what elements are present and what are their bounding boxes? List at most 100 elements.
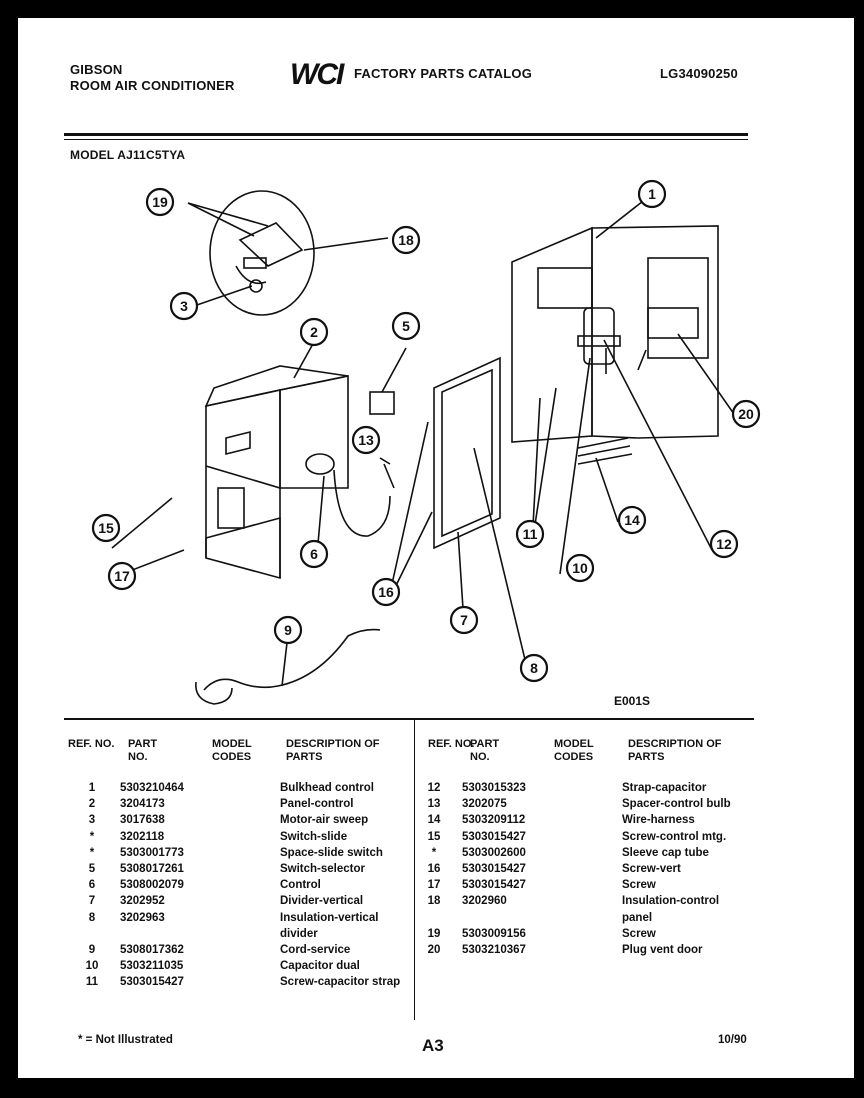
cell-desc: Bulkhead control	[280, 782, 374, 794]
callout-7: 7	[449, 605, 479, 635]
cell-desc: Screw-control mtg.	[622, 830, 727, 843]
control-panel-top	[204, 365, 349, 408]
cell-ref: *	[89, 846, 95, 859]
thermostat-control	[305, 453, 335, 475]
callout-label: 13	[358, 432, 374, 448]
callout-12: 12	[709, 529, 739, 559]
callout-label: 7	[460, 612, 468, 628]
control-panel-side	[279, 375, 349, 489]
parts-table: REF. NO. PART NO. MODEL CODES DESCRIPTIO…	[64, 718, 754, 1030]
cell-desc: Motor-air sweep	[280, 814, 369, 827]
callout-circle	[299, 317, 329, 347]
callout-15: 15	[91, 513, 121, 543]
cell-part: 3204173	[120, 798, 165, 811]
bulb-spacer	[383, 463, 395, 489]
callout-label: 18	[398, 232, 414, 248]
callout-circle	[299, 539, 329, 569]
cell-desc: Switch-selector	[280, 863, 365, 876]
cell-desc: Divider-vertical	[280, 895, 364, 908]
cell-part: 5308017362	[120, 944, 184, 957]
cell-desc: Screw-capacitor strap	[280, 976, 401, 989]
col-desc-right: DESCRIPTION OF PARTS	[628, 738, 722, 763]
callout-circle	[637, 179, 667, 209]
brand-block: GIBSON ROOM AIR CONDITIONER	[70, 62, 235, 94]
cell-desc: Cord-service	[280, 944, 351, 957]
cell-ref: 11	[85, 976, 99, 989]
parts-row: 9 5308017362 Cord-service	[64, 942, 410, 958]
callout-label: 2	[310, 324, 318, 340]
divider-insulation	[441, 368, 493, 538]
cell-part: 5303015427	[462, 879, 526, 892]
callout-circle	[91, 513, 121, 543]
callout-circle	[107, 561, 137, 591]
cord-plug	[195, 681, 233, 705]
cell-part: 3202960	[462, 895, 507, 908]
callout-16: 16	[371, 577, 401, 607]
cell-ref: 7	[88, 895, 96, 908]
cell-part: 5303209112	[462, 814, 526, 827]
callout-circle	[371, 577, 401, 607]
page-number: A3	[422, 1036, 444, 1055]
cell-ref: 5	[88, 863, 96, 876]
callout-label: 11	[523, 526, 538, 542]
catalog-number: LG34090250	[660, 66, 738, 81]
cell-ref: 18	[427, 895, 441, 908]
callout-2: 2	[299, 317, 329, 347]
col-model-right: MODEL CODES	[554, 738, 594, 763]
vent-door-plug	[647, 307, 699, 339]
callout-label: 6	[310, 546, 318, 562]
bulkhead-opening	[537, 267, 593, 309]
wci-logo: WCI	[290, 58, 344, 91]
not-illustrated-note: * = Not Illustrated	[78, 1034, 173, 1046]
cell-part: 5308017261	[120, 863, 184, 876]
callout-label: 20	[738, 406, 754, 422]
callout-label: 15	[98, 520, 114, 536]
callout-1: 1	[637, 179, 667, 209]
cell-part: 5303015427	[462, 863, 526, 876]
callout-8: 8	[519, 653, 549, 683]
cell-part: 5303009156	[462, 927, 526, 940]
header-rule-thin	[64, 139, 748, 140]
callout-label: 17	[114, 568, 130, 584]
cell-part: 3202963	[120, 911, 165, 924]
cell-part: 5303210367	[462, 944, 526, 957]
cell-part: 5303210464	[120, 782, 184, 794]
callout-17: 17	[107, 561, 137, 591]
table-divider	[414, 720, 415, 1020]
cell-desc: Plug vent door	[622, 944, 703, 957]
cell-ref: 16	[427, 863, 441, 876]
callout-label: 1	[648, 186, 656, 202]
cell-part: 5303015323	[462, 782, 526, 794]
callout-label: 5	[402, 318, 410, 334]
cell-part: 5303001773	[120, 846, 184, 859]
callout-circle	[391, 311, 421, 341]
cell-part: 5303211035	[120, 960, 184, 973]
callout-circle	[145, 187, 175, 217]
cell-part: 3202952	[120, 895, 165, 908]
cell-desc: Insulation-control panel	[622, 895, 720, 924]
callout-14: 14	[617, 505, 647, 535]
cell-part: 3202075	[462, 798, 507, 811]
col-desc-left: DESCRIPTION OF PARTS	[286, 738, 380, 763]
callout-circle	[449, 605, 479, 635]
cell-desc: Wire-harness	[622, 814, 695, 827]
callout-circle	[709, 529, 739, 559]
catalog-title: FACTORY PARTS CATALOG	[354, 66, 533, 81]
cell-ref: 9	[88, 944, 96, 957]
parts-row: 7 3202952 Divider-vertical	[64, 893, 410, 909]
cell-ref: *	[89, 830, 95, 843]
callout-3: 3	[169, 291, 199, 321]
callout-label: 14	[624, 512, 640, 528]
callout-label: 12	[716, 536, 732, 552]
